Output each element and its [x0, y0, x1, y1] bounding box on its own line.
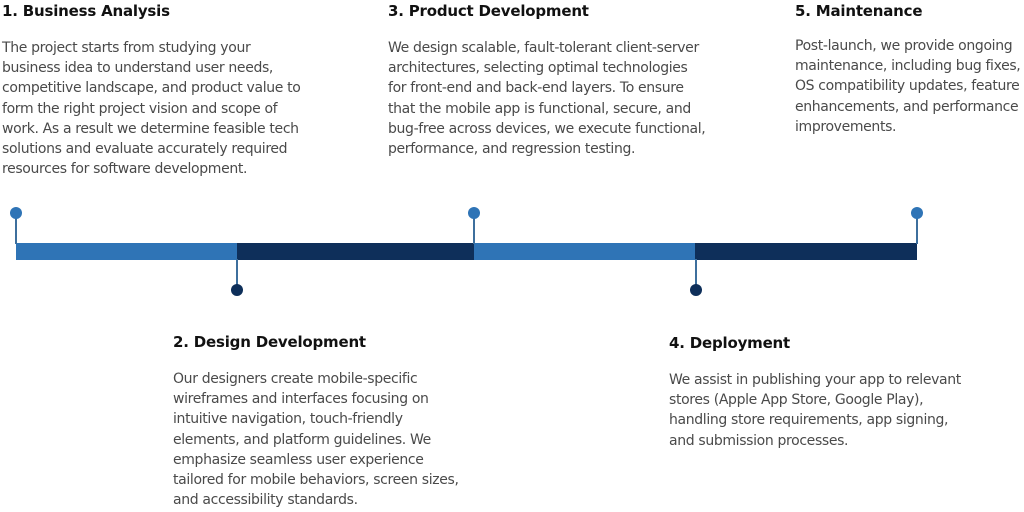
step-2-title: 2. Design Development	[173, 333, 366, 351]
step-5-title: 5. Maintenance	[795, 2, 923, 20]
timeline-stem-3	[473, 214, 475, 244]
timeline-segment-2	[237, 243, 474, 260]
step-3-title: 3. Product Development	[388, 2, 589, 20]
step-2: 2. Design Development Our designers crea…	[173, 333, 483, 510]
timeline-marker-3	[468, 207, 480, 219]
step-1-title: 1. Business Analysis	[2, 2, 170, 20]
step-1-text: The project starts from studying your bu…	[2, 40, 301, 178]
timeline-stem-5	[916, 214, 918, 244]
timeline-segment-3	[474, 243, 695, 260]
timeline-stem-2	[236, 259, 238, 290]
timeline-marker-2	[231, 284, 243, 296]
timeline-stem-1	[15, 214, 17, 244]
step-4: 4. Deployment We assist in publishing yo…	[669, 334, 979, 451]
step-5: 5. Maintenance Post-launch, we provide o…	[795, 2, 1024, 137]
step-4-text: We assist in publishing your app to rele…	[669, 372, 961, 449]
timeline-segment-4	[695, 243, 917, 260]
step-5-text: Post-launch, we provide ongoing maintena…	[795, 38, 1021, 135]
step-1: 1. Business Analysis The project starts …	[2, 2, 322, 179]
step-3-text: We design scalable, fault-tolerant clien…	[388, 40, 706, 158]
timeline-stem-4	[695, 259, 697, 290]
timeline-marker-4	[690, 284, 702, 296]
timeline-marker-1	[10, 207, 22, 219]
timeline-marker-5	[911, 207, 923, 219]
timeline-segment-1	[16, 243, 237, 260]
step-2-text: Our designers create mobile-specific wir…	[173, 371, 459, 509]
step-3: 3. Product Development We design scalabl…	[388, 2, 718, 159]
step-4-title: 4. Deployment	[669, 334, 790, 352]
